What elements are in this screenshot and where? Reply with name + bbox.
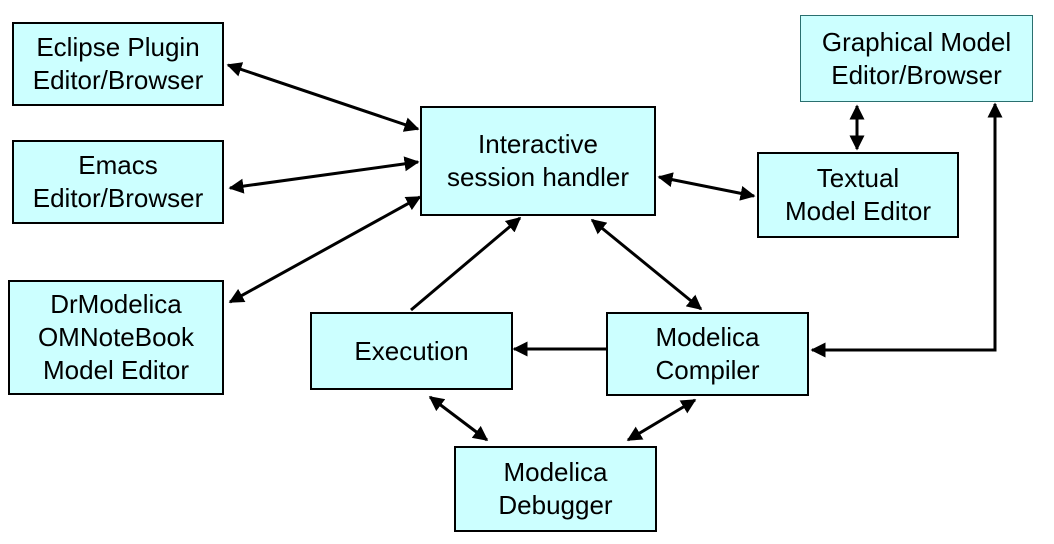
edge-emacs-interactive [228,156,420,194]
node-label-line: Emacs [78,150,158,180]
node-label-line: Editor/Browser [32,183,204,213]
graphical-model-editor-box: Graphical Model Editor/Browser [800,15,1033,102]
edge-compiler-graphical [810,102,1003,358]
node-label-line: Textual [816,163,900,193]
emacs-editor-box: Emacs Editor/Browser [12,140,224,224]
eclipse-plugin-editor-box: Eclipse Plugin Editor/Browser [12,22,224,106]
edge-interactive-textual [657,172,756,201]
textual-model-editor-box: Textual Model Editor [757,152,959,238]
node-label-line: Compiler [655,355,760,385]
edge-eclipse-interactive [226,62,420,132]
node-label-line: Graphical Model [821,26,1012,57]
node-label-line: Editor/Browser [831,59,1002,90]
edge-execution-debugger [428,395,489,442]
node-label-line: Execution [354,335,469,366]
interactive-session-handler-box: Interactive session handler [420,106,656,216]
edge-execution-interactive [410,216,522,312]
node-label-line: Eclipse Plugin [36,32,200,62]
node-label-line: Debugger [498,490,613,520]
node-label-line: Editor/Browser [32,65,204,95]
node-label-line: DrModelica [50,289,182,319]
modelica-debugger-box: Modelica Debugger [454,446,657,532]
edge-drmodelica-interactive [228,195,422,304]
node-label-line: Modelica [503,457,608,487]
execution-box: Execution [310,312,513,390]
edge-interactive-compiler [590,218,703,311]
node-label-line: OMNoteBook [37,322,195,352]
edge-compiler-debugger [626,398,697,442]
modelica-compiler-box: Modelica Compiler [606,312,809,396]
drmodelica-omnotebook-box: DrModelica OMNoteBook Model Editor [8,280,224,395]
node-label-line: Modelica [655,322,760,352]
node-label-line: Model Editor [43,355,189,385]
node-label-line: Model Editor [785,196,931,226]
node-label-line: session handler [446,162,630,192]
node-label-line: Interactive [478,129,598,159]
